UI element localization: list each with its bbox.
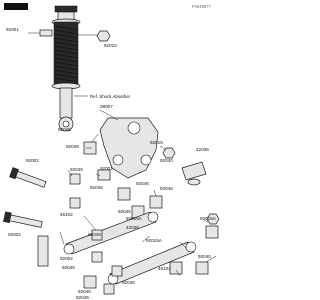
label-42036-lower: 42036 — [126, 225, 139, 230]
label-92002-center: 92002 — [100, 166, 113, 171]
label-92002-upper: 92002 — [26, 158, 39, 163]
bolt-92002-upper — [9, 167, 47, 188]
tie-rod-46102-left — [63, 211, 159, 255]
reference-note: Ref. Shock Absorber — [90, 94, 131, 99]
label-92046-d: 92046 — [160, 186, 173, 191]
label-92040-b: 92040 — [198, 254, 211, 259]
label-92046-c: 92046 — [136, 181, 149, 186]
label-92040-c: 92040 — [78, 289, 91, 294]
label-46102-right: 46102 — [158, 266, 171, 271]
label-92015a-3: 92015A — [200, 216, 217, 221]
label-92046-a: 92046 — [58, 127, 71, 132]
label-46102-left: 46102 — [60, 212, 73, 217]
nut-92015-right — [162, 147, 176, 159]
label-92046-g: 92046 — [76, 295, 89, 300]
label-92015a-2: 92015A — [146, 238, 163, 243]
label-92015-top: 92015 — [104, 43, 117, 48]
label-92015-right: 92015 — [150, 140, 163, 145]
rocker-arm-39007 — [99, 117, 159, 179]
label-92046-f: 92046 — [62, 265, 75, 270]
label-39007: 39007 — [100, 104, 113, 109]
collar-42036-upper — [181, 161, 207, 186]
diagram-canvas: F0649877 — [3, 3, 220, 300]
collar-92046-mid — [117, 187, 163, 219]
label-42036-upper: 42036 — [196, 147, 209, 152]
label-92049-a: 92049 — [66, 144, 79, 149]
shock-absorber-exploded-diagram: F0649877 — [3, 3, 220, 300]
spacer-92040-bottom — [103, 265, 123, 295]
label-92040-a: 92040 — [160, 158, 173, 163]
label-92002-lower: 92002 — [8, 232, 21, 237]
label-92002-bottom: 92002 — [60, 256, 73, 261]
kawasaki-logo — [4, 3, 28, 10]
label-92049-b: 92049 — [70, 167, 83, 172]
label-92036: 92036 — [122, 280, 135, 285]
nut-92015a-lower — [206, 213, 220, 225]
shock-absorber — [51, 5, 81, 132]
leader-lines — [59, 109, 217, 277]
label-92001: 92001 — [6, 27, 19, 32]
bushing-center — [97, 169, 111, 181]
bolt-92001 — [28, 29, 53, 37]
bolt-92002-lower — [3, 211, 43, 228]
label-92049-c: 92049 — [88, 232, 101, 237]
tie-rod-46102-right — [107, 241, 197, 285]
diagram-code: F0649877 — [192, 4, 212, 9]
bushing-92049 — [69, 173, 81, 209]
label-92046-b: 92046 — [90, 185, 103, 190]
label-92015a-1: 92015A — [126, 216, 143, 221]
sleeve-42036-lower — [37, 235, 49, 267]
label-92046-e: 92046 — [118, 209, 131, 214]
nut-92015-top — [78, 30, 111, 42]
bushings-lower — [83, 225, 219, 289]
